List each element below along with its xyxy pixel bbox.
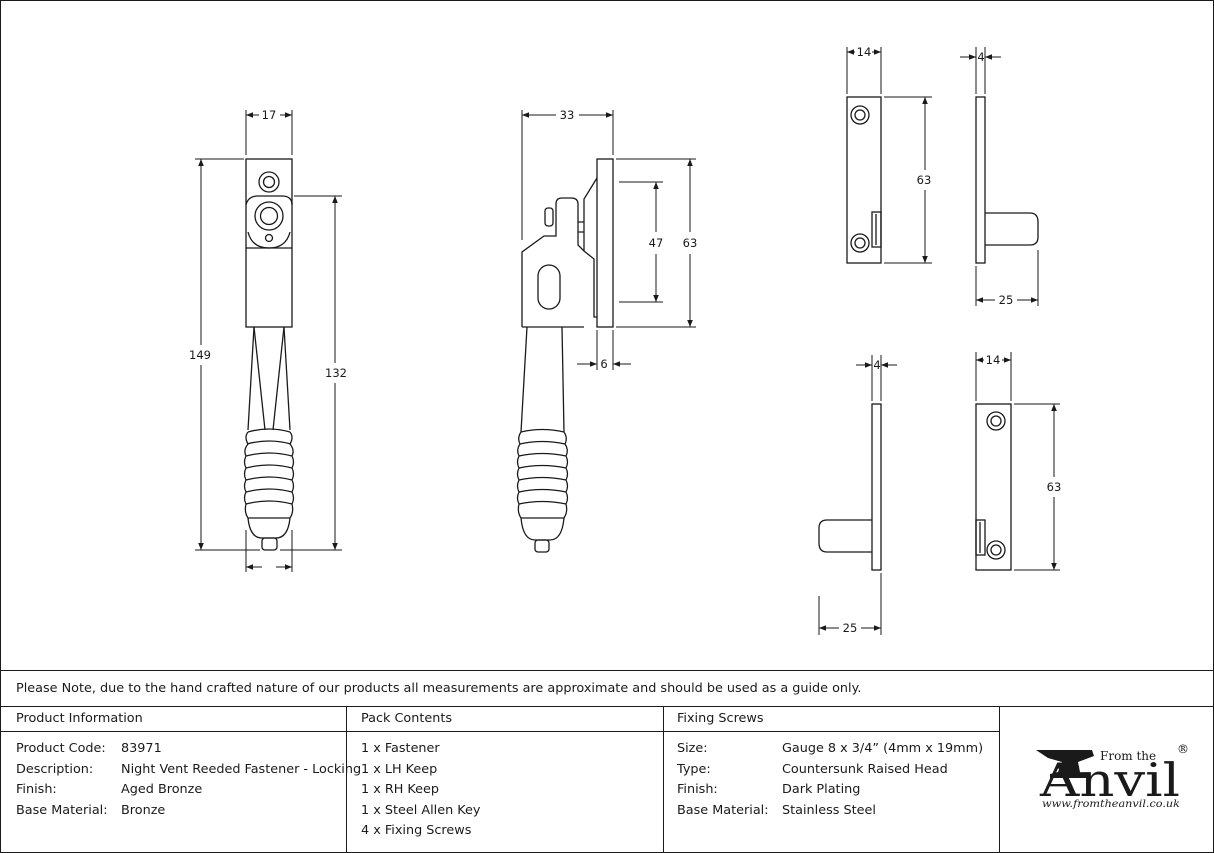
screw-type-label: Type: xyxy=(677,762,711,777)
rh-keep-dimensions xyxy=(818,352,1060,635)
dim-front-center-height: 132 xyxy=(325,366,347,380)
disclaimer-note: Please Note, due to the hand crafted nat… xyxy=(16,681,862,696)
dim-lh-projection: 25 xyxy=(999,293,1014,307)
product-information-heading: Product Information xyxy=(16,711,143,726)
rh-keep-side-view xyxy=(818,403,882,571)
finish-label: Finish: xyxy=(16,782,57,797)
screw-size-label: Size: xyxy=(677,741,708,756)
pack-item: 4 x Fixing Screws xyxy=(361,823,472,838)
rh-keep-front-view xyxy=(975,403,1012,571)
logo-registered: ® xyxy=(1177,742,1189,756)
dim-side-depth: 33 xyxy=(560,108,575,122)
fastener-side-dimensions xyxy=(521,110,696,370)
pack-item: 1 x Steel Allen Key xyxy=(361,803,481,818)
logo-name: Anvil xyxy=(1039,753,1180,807)
dim-rh-height: 63 xyxy=(1047,480,1062,494)
screw-size-value: Gauge 8 x 3/4” (4mm x 19mm) xyxy=(782,741,984,756)
pack-item: 1 x LH Keep xyxy=(361,762,438,777)
dim-front-height: 149 xyxy=(189,348,211,362)
product-code-label: Product Code: xyxy=(16,741,106,756)
logo-from-the: From the xyxy=(1100,749,1156,763)
dim-rh-width: 14 xyxy=(986,353,1001,367)
pack-item: 1 x RH Keep xyxy=(361,782,440,797)
info-table-grid xyxy=(0,670,1214,853)
anvil-logo: From the ® Anvil www.fromtheanvil.co.uk xyxy=(1036,742,1189,810)
dim-lh-height: 63 xyxy=(917,173,932,187)
lh-keep-dimensions xyxy=(846,47,1039,306)
logo-url: www.fromtheanvil.co.uk xyxy=(1042,798,1180,810)
dim-rh-projection: 25 xyxy=(843,621,858,635)
fastener-side-view xyxy=(516,158,614,553)
dim-lh-width: 14 xyxy=(857,45,872,59)
base-material-value: Bronze xyxy=(121,803,166,818)
dim-side-plate-thickness: 6 xyxy=(600,357,607,371)
base-material-label: Base Material: xyxy=(16,803,108,818)
dim-side-plate-height: 63 xyxy=(683,236,698,250)
fixing-screws-heading: Fixing Screws xyxy=(677,711,764,726)
description-value: Night Vent Reeded Fastener - Locking xyxy=(121,762,362,777)
screw-finish-label: Finish: xyxy=(677,782,718,797)
screw-base-material-value: Stainless Steel xyxy=(782,803,876,818)
dim-front-width: 17 xyxy=(262,108,277,122)
fastener-front-dimensions xyxy=(195,110,342,572)
dim-rh-thickness: 4 xyxy=(873,358,880,372)
finish-value: Aged Bronze xyxy=(121,782,203,797)
screw-finish-value: Dark Plating xyxy=(782,782,861,797)
description-label: Description: xyxy=(16,762,94,777)
lh-keep-side-view xyxy=(975,96,1039,264)
dim-side-slot-height: 47 xyxy=(649,236,664,250)
lh-keep-front-view xyxy=(846,96,882,264)
anvil-icon xyxy=(1036,750,1094,778)
screw-base-material-label: Base Material: xyxy=(677,803,769,818)
pack-item: 1 x Fastener xyxy=(361,741,440,756)
product-code-value: 83971 xyxy=(121,741,162,756)
screw-type-value: Countersunk Raised Head xyxy=(782,762,948,777)
dim-lh-thickness: 4 xyxy=(977,50,984,64)
pack-contents-heading: Pack Contents xyxy=(361,711,453,726)
fastener-front-view xyxy=(243,158,295,551)
